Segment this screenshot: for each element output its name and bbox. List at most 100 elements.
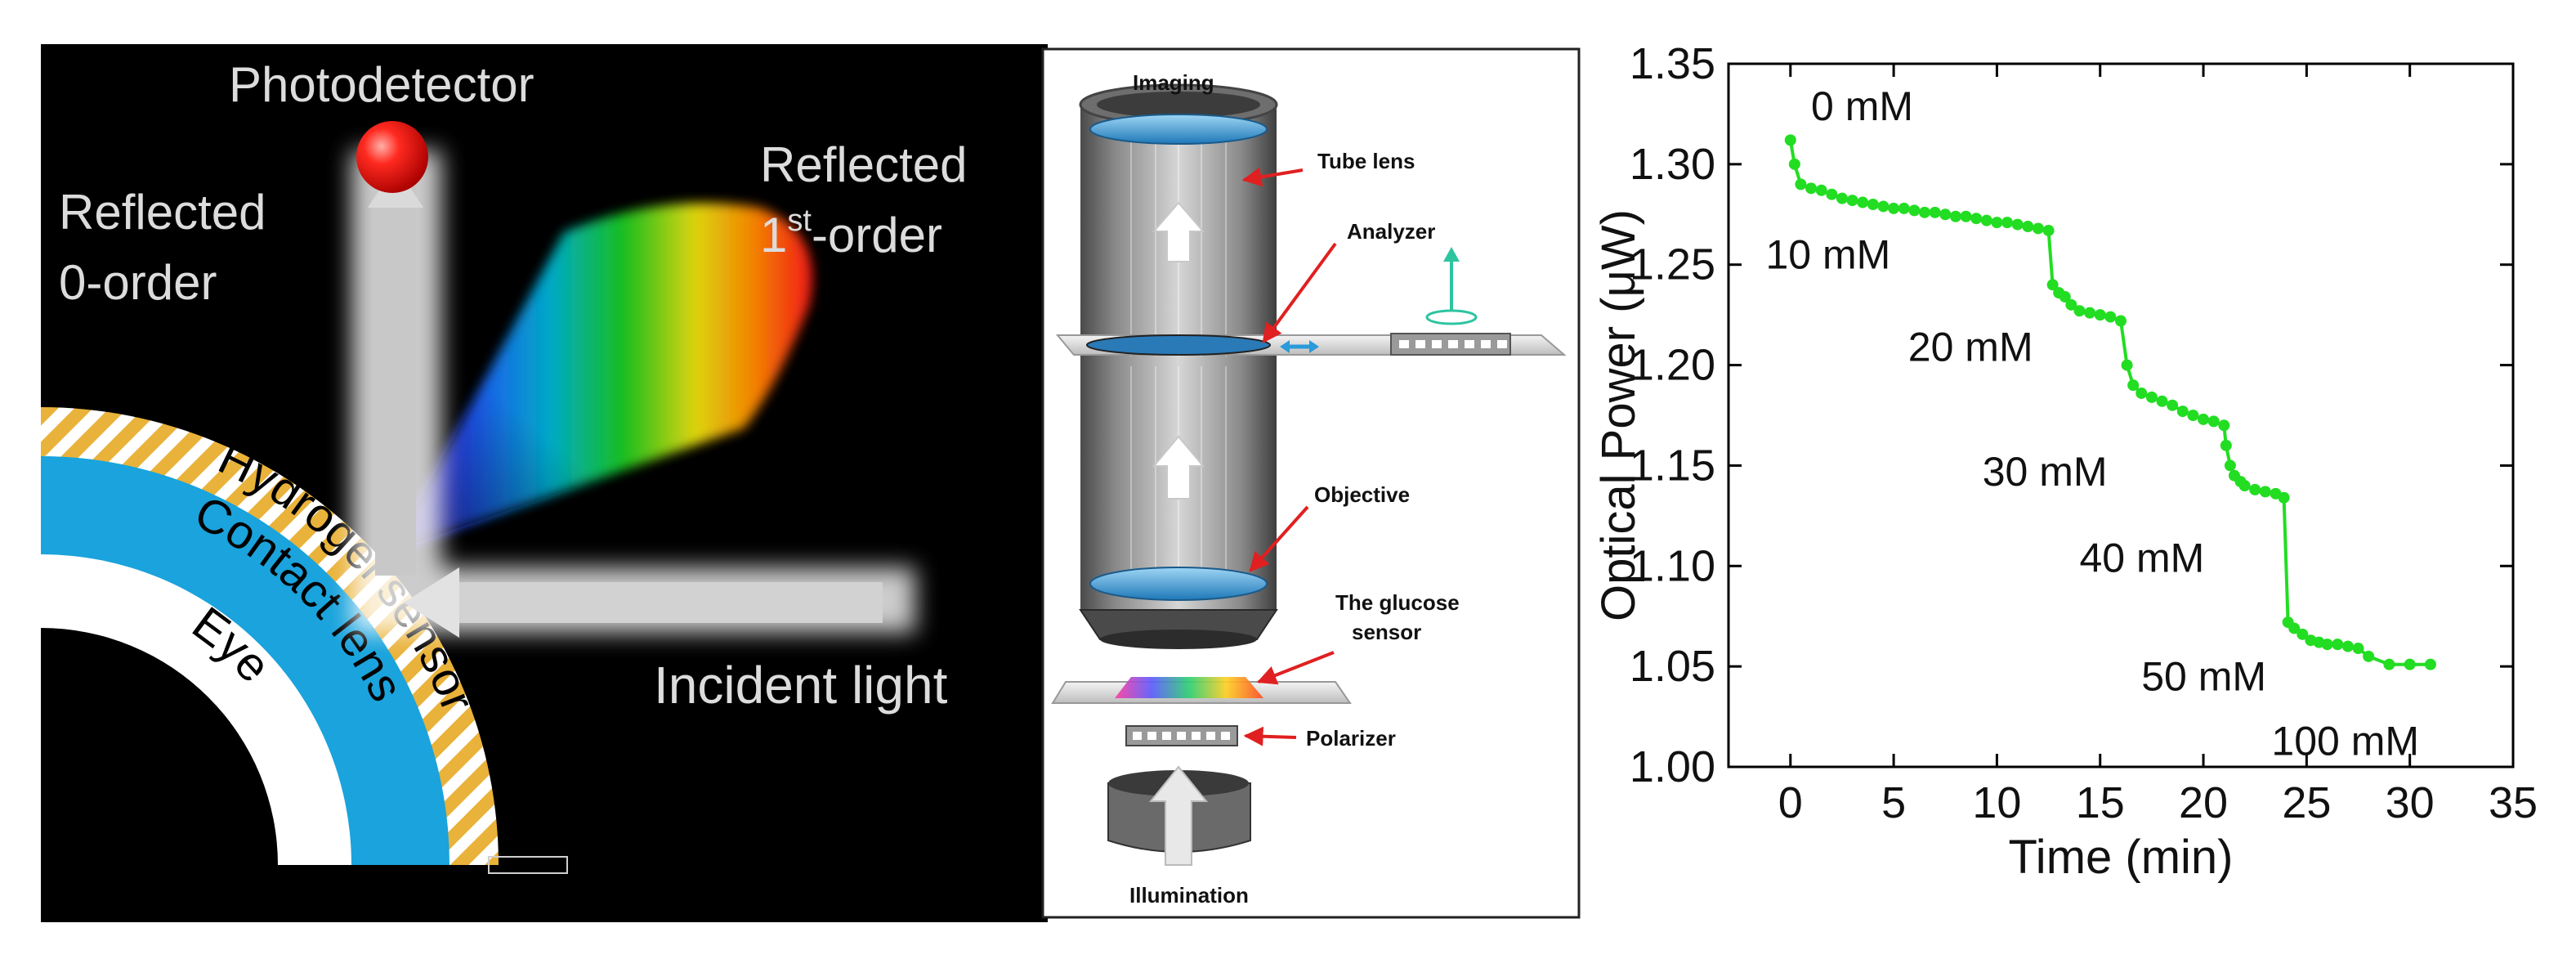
glucose-sensor-plate (1051, 677, 1352, 704)
analyzer-label: Analyzer (1347, 219, 1435, 244)
data-point (2249, 483, 2261, 495)
polarizer (1125, 725, 1238, 746)
x-tick-label: 15 (2076, 778, 2125, 827)
y-tick-labels: 1.001.051.101.151.201.251.301.35 (1630, 39, 1715, 791)
data-point (1929, 206, 1941, 218)
data-point (2187, 410, 2199, 421)
x-tick-label: 35 (2489, 778, 2538, 827)
data-point (2084, 307, 2096, 319)
photodetector-label: Photodetector (229, 57, 534, 112)
data-point (2352, 643, 2364, 655)
data-point (2094, 309, 2106, 321)
reflected-zero-order-beam (375, 183, 416, 576)
y-tick-label: 1.05 (1630, 642, 1715, 691)
data-point (1908, 204, 1921, 217)
data-point (2059, 291, 2071, 303)
reflected-first-order-label-line2: 1st-order (760, 204, 942, 262)
analyzer-element (1086, 334, 1271, 356)
x-tick-labels: 0 5 10 15 20 25 30 35 (1778, 778, 2538, 827)
plot-area-frame (1727, 62, 2515, 769)
data-point (1970, 213, 1983, 225)
concentration-label: 30 mM (1983, 449, 2108, 495)
concentration-label: 40 mM (2079, 536, 2204, 581)
data-point (1857, 196, 1869, 208)
contact-lens-sensor-diagram: Hydrogel sensor Contact lens Eye Photode… (41, 44, 1048, 922)
scale-bar (488, 856, 568, 874)
glucose-sensor-label-line1: The glucose (1335, 590, 1460, 615)
data-point (2383, 658, 2395, 670)
data-point (2288, 622, 2301, 634)
data-point (2135, 387, 2148, 399)
polarizer-label: Polarizer (1306, 726, 1396, 751)
data-point (1939, 208, 1952, 221)
x-tick-label: 0 (1778, 778, 1803, 827)
data-point (1888, 202, 1900, 214)
illumination-label: Illumination (1129, 883, 1249, 908)
photodetector-ball (356, 121, 428, 193)
eye-layers (41, 407, 499, 865)
data-point (1949, 210, 1961, 222)
lower-tube (1079, 356, 1278, 649)
data-point (2220, 439, 2232, 451)
illumination-source (1107, 765, 1251, 866)
light-beams (351, 150, 915, 638)
x-tick-label: 30 (2386, 778, 2435, 827)
data-point (2121, 359, 2133, 371)
data-point (2104, 311, 2117, 323)
data-point (2127, 379, 2140, 392)
data-point (2001, 217, 2014, 229)
reflected-zero-order-label-line2: 0-order (59, 255, 217, 310)
data-point (2296, 628, 2309, 640)
data-point (1784, 134, 1796, 146)
data-point (2167, 399, 2179, 411)
glucose-sensor-pattern (1115, 677, 1263, 698)
data-point (1960, 210, 1972, 222)
x-axis-label: Time (min) (2009, 831, 2234, 884)
data-point (2046, 279, 2059, 291)
y-axis-label: Optical Power (μW) (1592, 209, 1645, 621)
x-tick-label: 10 (1972, 778, 2021, 827)
x-tick-label: 20 (2179, 778, 2228, 827)
data-point (1898, 202, 1910, 214)
data-point (2404, 658, 2416, 670)
concentration-label: 20 mM (1908, 325, 2033, 370)
data-point (1826, 188, 1838, 200)
y-tick-label: 1.30 (1630, 140, 1715, 189)
data-point (2176, 406, 2189, 418)
data-point (2332, 639, 2344, 651)
series-points (1784, 134, 2436, 670)
y-tick-label: 1.15 (1630, 441, 1715, 490)
objective-label: Objective (1314, 482, 1410, 507)
x-tick-label: 25 (2282, 778, 2331, 827)
concentration-label: 100 mM (2271, 718, 2419, 764)
data-point (2363, 650, 2375, 662)
data-point (2022, 221, 2034, 233)
data-point (1815, 184, 1827, 196)
reflected-first-order-spectrum (392, 203, 812, 551)
data-point (2198, 413, 2210, 425)
data-point (2073, 305, 2086, 317)
y-tick-label: 1.35 (1630, 39, 1715, 88)
data-point (2278, 491, 2290, 504)
data-point (2145, 391, 2158, 403)
data-point (2224, 459, 2236, 472)
data-point (1795, 178, 1807, 190)
x-tick-label: 5 (1881, 778, 1906, 827)
concentration-label: 50 mM (2141, 654, 2266, 700)
tube-lens (1089, 114, 1268, 145)
lower-light-arrow (1152, 435, 1205, 500)
data-point (2156, 395, 2168, 407)
data-point (2011, 218, 2024, 231)
data-point (1991, 217, 2003, 229)
concentration-label: 10 mM (1765, 232, 1890, 278)
imaging-label: Imaging (1133, 70, 1214, 95)
concentration-label: 0 mM (1811, 83, 1913, 129)
data-point (2032, 222, 2044, 235)
data-point (2207, 415, 2220, 428)
data-point (1867, 199, 1879, 210)
series-line (1788, 140, 2431, 666)
tube-lens-label: Tube lens (1317, 149, 1415, 173)
y-tick-label: 1.00 (1630, 742, 1715, 791)
glucose-sensor-label-line2: sensor (1352, 620, 1421, 644)
data-point (1788, 158, 1800, 170)
